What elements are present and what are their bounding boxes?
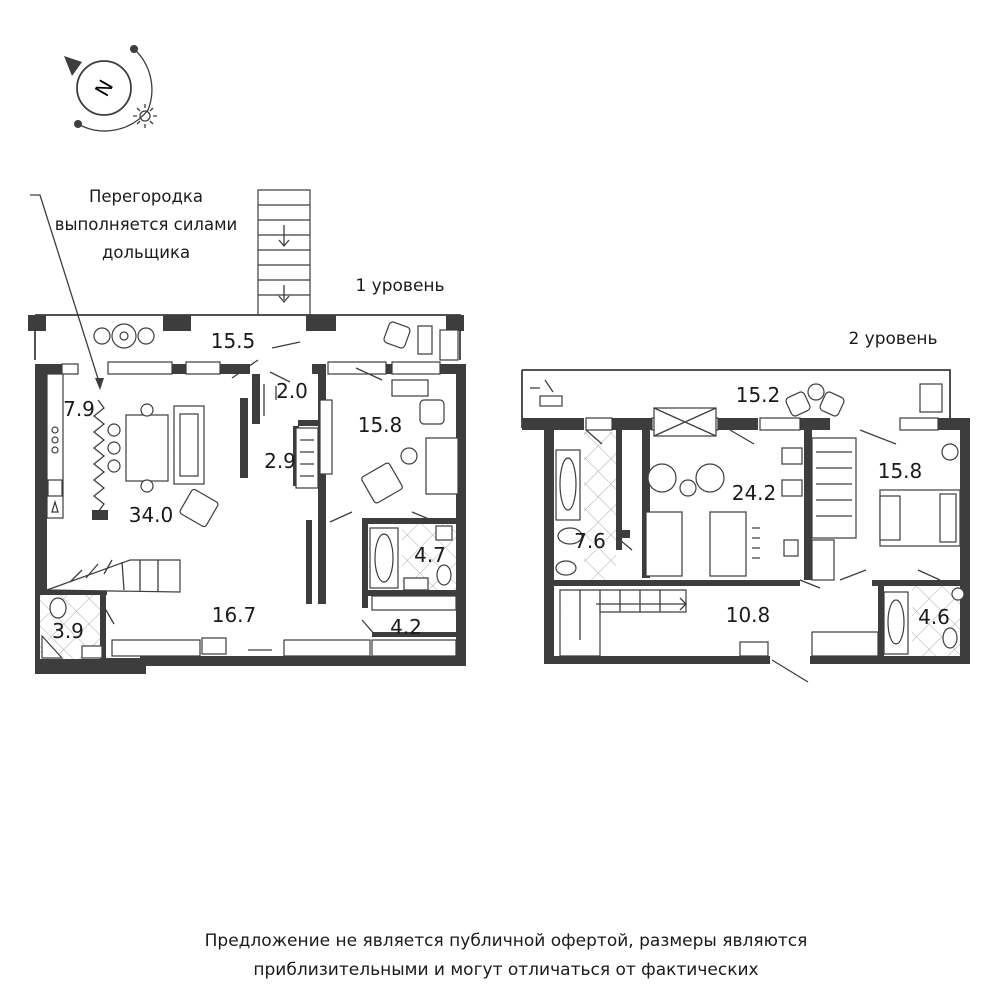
- shower-2-fixtures: [883, 586, 965, 656]
- note-line-3: дольщика: [102, 243, 190, 262]
- terrace-2-furniture: [530, 379, 943, 417]
- area-terrace-1: 15.5: [211, 329, 256, 353]
- area-bathroom-1: 4.7: [414, 543, 446, 567]
- sofa: [173, 405, 205, 485]
- note-line-2: выполняется силами: [55, 215, 238, 234]
- bathroom-2-fixtures: [555, 432, 616, 580]
- compass-letter: N: [90, 76, 118, 101]
- level-1-label: 1 уровень: [355, 276, 444, 296]
- wardrobe-2: [811, 437, 857, 581]
- area-bedroom-2: 15.8: [878, 459, 923, 483]
- level-2-label: 2 уровень: [848, 329, 937, 349]
- area-wardrobe: 4.2: [390, 615, 422, 639]
- internal-stairs: [46, 559, 181, 593]
- area-closet-small: 2.0: [276, 379, 308, 403]
- area-bedroom-1: 15.8: [358, 413, 403, 437]
- internal-stairs-2: [559, 589, 687, 657]
- disclaimer-line-2: приблизительными и могут отличаться от ф…: [253, 960, 758, 980]
- bedroom-furniture: [361, 379, 459, 504]
- sun-icon: [133, 104, 157, 128]
- partition-note: Перегородка выполняется силами дольщика: [30, 187, 237, 390]
- area-room-24: 24.2: [732, 481, 777, 505]
- area-hall-2: 10.8: [726, 603, 771, 627]
- terrace-armchair: [383, 321, 459, 361]
- exterior-stairs: [257, 189, 311, 316]
- hall-2-wardrobe: [811, 631, 879, 657]
- kitchen-counter: [46, 373, 64, 519]
- bathroom-fixtures: [369, 524, 456, 591]
- level-2-plan: 2 уровень 15.2 7.6 24.2 15.8 10.8 4.6: [521, 329, 970, 683]
- room-24-furniture: [645, 407, 803, 577]
- level-1-plan: 1 уровень 15.5 7.9 34.0 2.0 2.9 15.8 4.7…: [28, 189, 466, 674]
- closet-racks: [263, 384, 333, 489]
- compass-icon: N: [64, 45, 153, 132]
- area-kitchen: 7.9: [63, 397, 95, 421]
- wc-fixtures: [40, 595, 103, 659]
- area-bathroom-2: 7.6: [574, 529, 606, 553]
- area-wc: 3.9: [52, 619, 84, 643]
- hall-wardrobes: [111, 595, 457, 657]
- note-line-1: Перегородка: [89, 187, 203, 206]
- terrace-table-set: [93, 323, 155, 349]
- area-terrace-2: 15.2: [736, 383, 781, 407]
- disclaimer-line-1: Предложение не является публичной оферто…: [205, 931, 808, 951]
- living-armchair: [179, 488, 219, 528]
- area-closet: 2.9: [264, 449, 296, 473]
- area-shower-2: 4.6: [918, 605, 950, 629]
- area-hall-1: 16.7: [212, 603, 257, 627]
- bedroom-2-furniture: [879, 443, 961, 547]
- area-living: 34.0: [129, 503, 174, 527]
